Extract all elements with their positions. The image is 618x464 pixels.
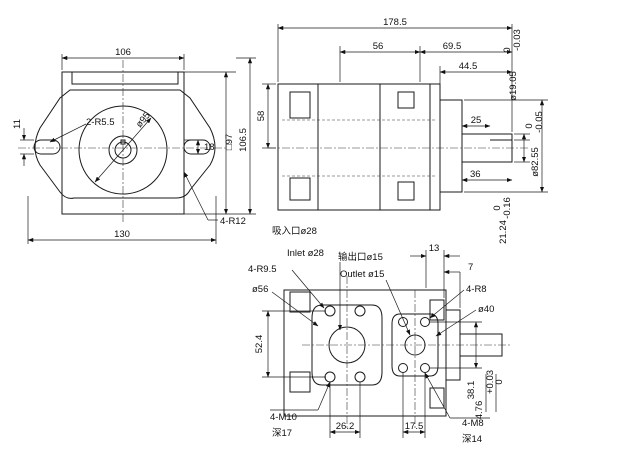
inlet-bolt-tl: [324, 305, 336, 317]
front-top-step: [71, 72, 179, 85]
dim-18: 18: [204, 142, 215, 153]
dim-69-5: 69.5: [443, 41, 462, 52]
dim-106-5: 106.5: [238, 128, 249, 152]
dim-outlet-flange: ø40: [478, 304, 494, 315]
dim-52-4: 52.4: [254, 335, 265, 354]
dim-key-height: 21.24: [498, 220, 509, 244]
front-view: 106 130 11 2-R5.5 ø95 18 □97 106.5: [12, 47, 256, 244]
inlet-bolt-bl: [324, 371, 336, 383]
outlet-bolt-br: [420, 363, 430, 373]
dim-25: 25: [471, 115, 482, 126]
dim-58: 58: [256, 111, 267, 122]
dim-178-5: 178.5: [383, 17, 407, 28]
side-view: 178.5 56 69.5 44.5 58 25 36 ø19.05 0 -0.…: [256, 17, 548, 244]
dim-shaft-dia: ø19.05: [508, 71, 519, 101]
dim-depth-14: 深14: [462, 434, 482, 445]
outlet-label-cn: 输出口ø15: [338, 251, 383, 263]
dim-36: 36: [470, 169, 481, 180]
dim-130: 130: [114, 229, 130, 240]
outlet-bolt-tl: [398, 317, 408, 327]
dim-4-m10: 4-M10: [270, 412, 297, 423]
dim-4-r12: 4-R12: [220, 216, 246, 227]
dim-square-97: □97: [224, 134, 235, 150]
dim-shaft-tol-lower: -0.03: [512, 29, 523, 51]
inlet-flange: [311, 304, 383, 386]
side-body: [277, 83, 441, 211]
inlet-bolt-tr: [354, 305, 366, 317]
side-flange: [439, 99, 463, 193]
dim-key-width-tol-lower: 0: [494, 379, 505, 384]
dim-key-tol-upper: 0: [492, 205, 503, 210]
dim-38-1: 38.1: [466, 381, 477, 400]
dim-pilot-dia: ø82.55: [530, 147, 541, 177]
dim-106: 106: [115, 47, 131, 58]
dim-4-r9-5: 4-R9.5: [248, 264, 277, 275]
dim-2-r5-5: 2-R5.5: [86, 117, 115, 128]
dim-pilot-tol-upper: 0: [524, 123, 535, 128]
dim-17-5: 17.5: [405, 421, 424, 432]
inlet-label-en: Inlet ø28: [287, 248, 324, 259]
outlet-label-en: Outlet ø15: [340, 269, 384, 280]
dim-depth-17: 深17: [272, 428, 292, 439]
dim-44-5: 44.5: [459, 61, 478, 72]
dim-pilot-tol-lower: -0.05: [534, 111, 545, 133]
outlet-bolt-tr: [420, 317, 430, 327]
dim-4-m8: 4-M8: [462, 418, 484, 429]
dim-key-tol-lower: -0.16: [502, 197, 513, 219]
outlet-flange: [391, 313, 439, 377]
dim-56: 56: [373, 41, 384, 52]
dim-11: 11: [12, 119, 23, 129]
dim-key-width-tol-upper: +0.03: [485, 370, 496, 394]
dim-26-2: 26.2: [336, 421, 355, 432]
port-view: 吸入口ø28 Inlet ø28 输出口ø15 Outlet ø15 13 7 …: [248, 226, 512, 445]
dim-4-r8: 4-R8: [466, 284, 487, 295]
dim-shaft-tol-upper: 0: [502, 47, 513, 52]
dim-13: 13: [429, 243, 440, 254]
outlet-bolt-bl: [398, 363, 408, 373]
dim-inlet-flange: ø56: [252, 284, 268, 295]
dim-7: 7: [468, 262, 473, 273]
front-slot-left: [33, 139, 61, 155]
dim-key-width: 4.76: [474, 401, 485, 420]
inlet-bolt-br: [354, 371, 366, 383]
dim-pilot-95: ø95: [134, 110, 153, 130]
inlet-label-cn: 吸入口ø28: [272, 226, 317, 237]
